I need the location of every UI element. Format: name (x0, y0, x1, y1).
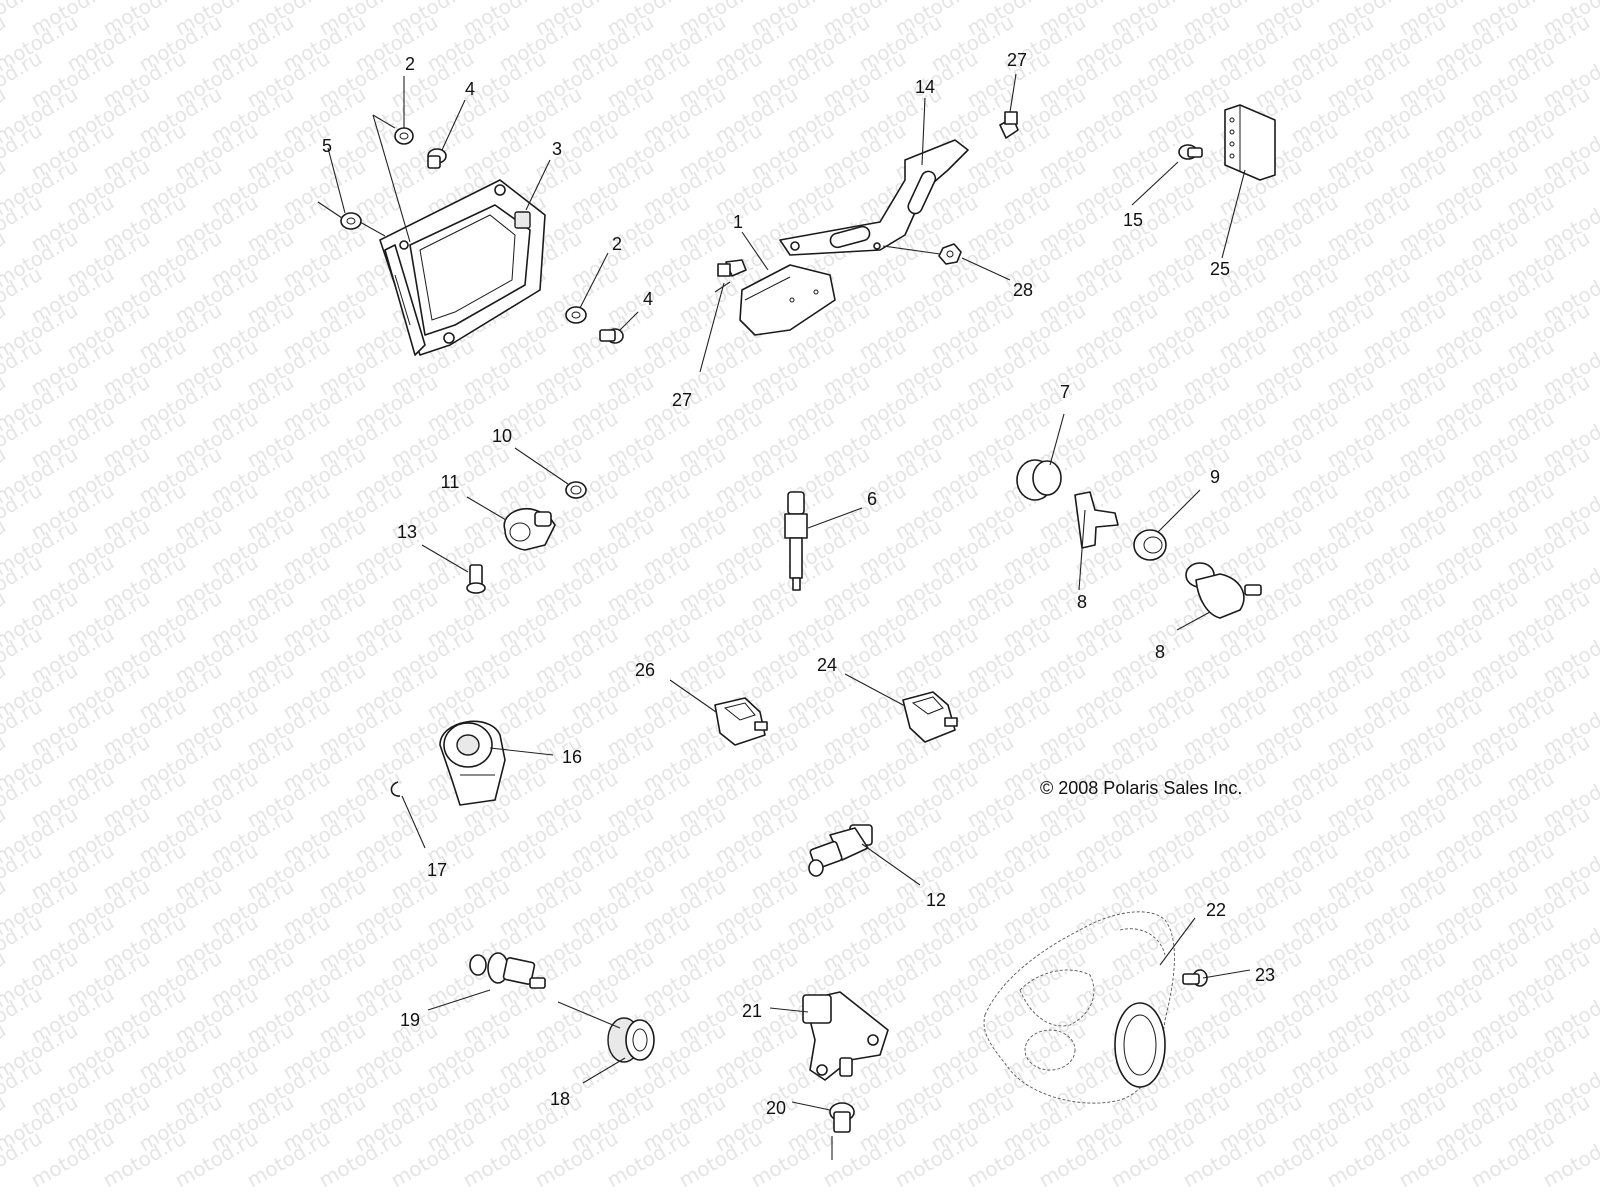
fitting-part-20 (829, 1102, 855, 1133)
callout-7: 7 (1060, 382, 1070, 402)
callout-22: 22 (1206, 900, 1226, 920)
callout-2-top: 2 (405, 54, 415, 74)
bolt-part-13 (466, 564, 486, 594)
callout-8-top: 8 (1077, 592, 1087, 612)
callout-4-top: 4 (465, 79, 475, 99)
screw-part-4-right (599, 328, 624, 344)
callout-4-right: 4 (643, 289, 653, 309)
o-ring-part-10 (565, 481, 587, 499)
callout-2-right: 2 (612, 234, 622, 254)
callout-8-bottom: 8 (1155, 642, 1165, 662)
callout-28: 28 (1013, 280, 1033, 300)
callout-1: 1 (733, 212, 743, 232)
callout-27-top: 27 (1007, 50, 1027, 70)
copyright-notice: © 2008 Polaris Sales Inc. (1040, 778, 1242, 798)
callout-9: 9 (1210, 467, 1220, 487)
washer-part-2-top (394, 127, 414, 145)
callout-17: 17 (427, 860, 447, 880)
callout-26: 26 (635, 660, 655, 680)
callout-20: 20 (766, 1098, 786, 1118)
callout-13: 13 (397, 522, 417, 542)
callout-5: 5 (322, 136, 332, 156)
washer-part-5 (340, 212, 362, 230)
cap-part-7 (1016, 459, 1062, 501)
ring-part-9 (1133, 529, 1167, 561)
callout-21: 21 (742, 1001, 762, 1021)
callout-15: 15 (1123, 210, 1143, 230)
screw-part-4-top (427, 148, 447, 169)
callout-19: 19 (400, 1010, 420, 1030)
callout-18: 18 (550, 1089, 570, 1109)
module-part-25 (1224, 104, 1276, 181)
grommet-part-18 (607, 1017, 655, 1063)
callout-12: 12 (926, 890, 946, 910)
callout-24: 24 (817, 655, 837, 675)
screw-part-15 (1178, 144, 1203, 160)
callout-23: 23 (1255, 965, 1275, 985)
washer-part-2-right (565, 306, 587, 324)
callout-11: 11 (441, 472, 460, 492)
callout-3: 3 (552, 139, 562, 159)
callout-6: 6 (867, 489, 877, 509)
callout-14: 14 (915, 77, 935, 97)
callout-10: 10 (492, 426, 512, 446)
callout-27-bottom: 27 (672, 390, 692, 410)
callout-25: 25 (1210, 259, 1230, 279)
callout-16: 16 (562, 747, 582, 767)
